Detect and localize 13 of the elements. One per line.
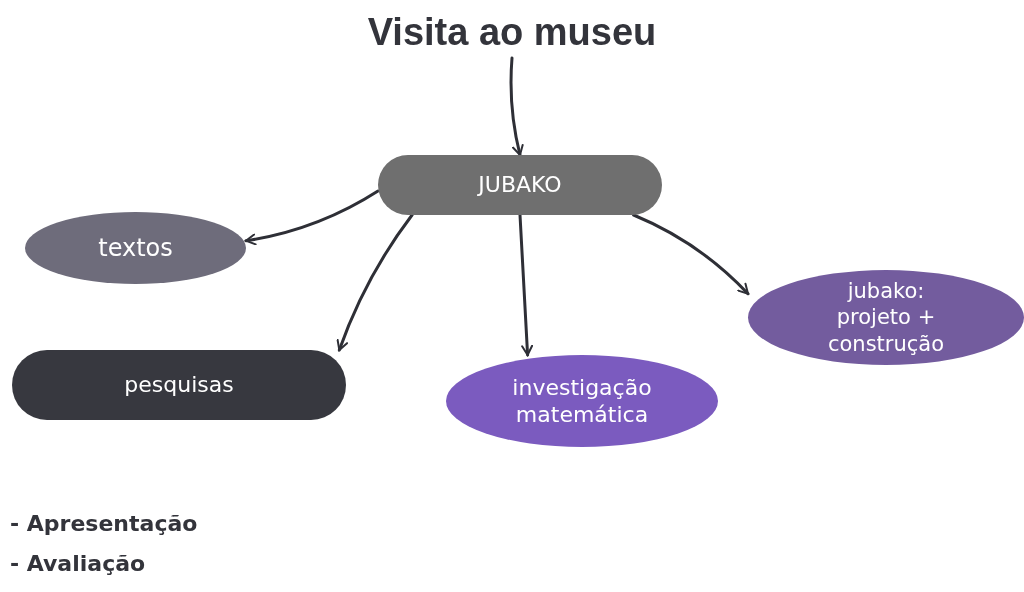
arrow	[244, 189, 380, 246]
subtopic-node: investigação matemática	[446, 355, 718, 447]
list-item: - Apresentação	[10, 510, 198, 538]
arrow	[518, 213, 534, 357]
arrow	[632, 213, 750, 296]
subtopic-node: textos	[25, 212, 246, 284]
list-item: - Avaliação	[10, 549, 147, 577]
arrow	[336, 213, 414, 352]
subtopic-node: pesquisas	[12, 350, 346, 420]
subtopic-node: jubako: projeto + construção	[748, 270, 1024, 365]
topic-node: JUBAKO	[378, 155, 662, 215]
title-text: Visita ao museu	[282, 8, 742, 58]
arrow	[509, 56, 524, 157]
